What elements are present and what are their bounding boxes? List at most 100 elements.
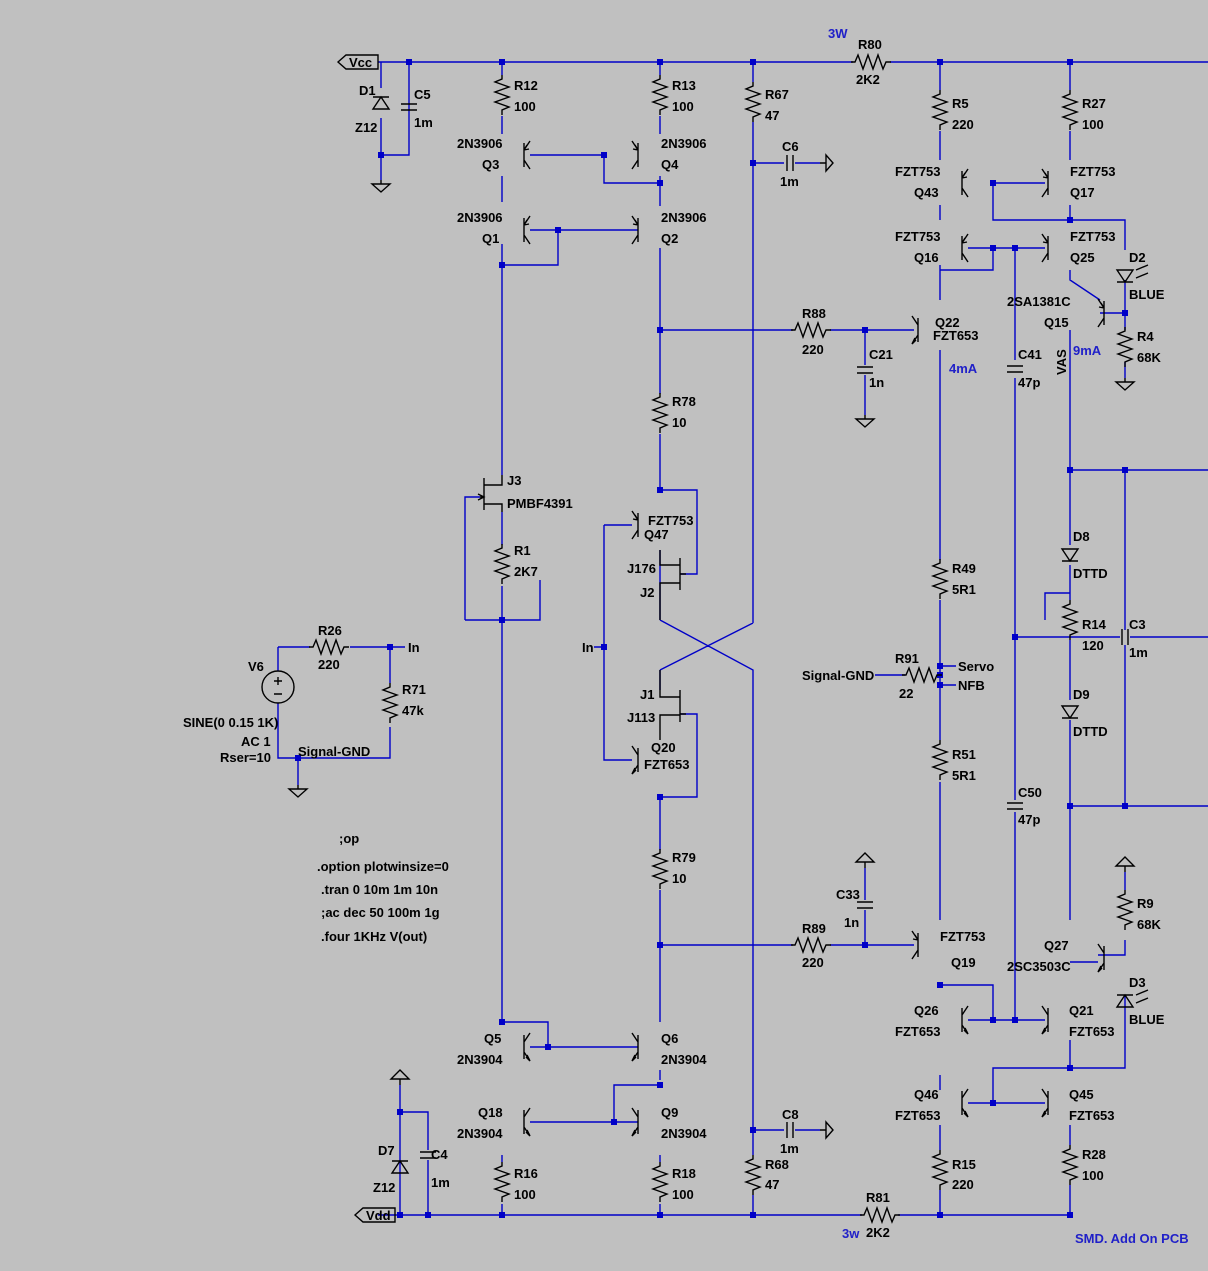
- vdd-port: [353, 1207, 396, 1223]
- d2-ref: D2: [1129, 250, 1146, 265]
- spice-directive: .tran 0 10m 1m 10n: [321, 882, 438, 897]
- q9-model: 2N3904: [661, 1126, 707, 1141]
- r9-value: 68K: [1137, 917, 1161, 932]
- r88-ref: R88: [802, 306, 826, 321]
- q16-model: FZT753: [895, 229, 941, 244]
- resistor-r91: [901, 667, 943, 683]
- q25-model: FZT753: [1070, 229, 1116, 244]
- vdd-label: Vdd: [366, 1208, 391, 1223]
- diode-d9: [1061, 705, 1079, 719]
- diode-d8: [1061, 548, 1079, 562]
- j3-model: PMBF4391: [507, 496, 573, 511]
- q9-ref: Q9: [661, 1105, 678, 1120]
- resistor-r4: [1117, 326, 1133, 368]
- r67-value: 47: [765, 108, 779, 123]
- q22-ref: Q22: [935, 315, 960, 330]
- d3-model: BLUE: [1129, 1012, 1165, 1027]
- r88-value: 220: [802, 342, 824, 357]
- d1-model: Z12: [355, 120, 377, 135]
- r4-ref: R4: [1137, 329, 1154, 344]
- c4-ref: C4: [431, 1147, 448, 1162]
- q18-model: 2N3904: [457, 1126, 503, 1141]
- r79-ref: R79: [672, 850, 696, 865]
- r89-value: 220: [802, 955, 824, 970]
- r14-ref: R14: [1082, 617, 1107, 632]
- capacitor-c8: [786, 1121, 794, 1139]
- q22-model: FZT653: [933, 328, 979, 343]
- q1-ref: Q1: [482, 231, 499, 246]
- c33-value: 1n: [844, 915, 859, 930]
- c6-ref: C6: [782, 139, 799, 154]
- transistor-q27: [1097, 943, 1105, 973]
- r18-value: 100: [672, 1187, 694, 1202]
- q46-model: FZT653: [895, 1108, 941, 1123]
- capacitor-c33: [856, 901, 874, 909]
- jfet-j2: [659, 550, 686, 620]
- power-flag: [390, 1069, 410, 1086]
- r16-value: 100: [514, 1187, 536, 1202]
- ground-symbol: [371, 179, 391, 193]
- j2-ref: J2: [640, 585, 654, 600]
- r71-value: 47k: [402, 703, 424, 718]
- resistor-r16: [494, 1161, 510, 1203]
- j3-ref: J3: [507, 473, 521, 488]
- q18-ref: Q18: [478, 1105, 503, 1120]
- vcc-port: [336, 54, 379, 70]
- led-light-arrows: [1135, 264, 1149, 1004]
- note-3w-top: 3W: [828, 26, 848, 41]
- q43-model: FZT753: [895, 164, 941, 179]
- c41-value: 47p: [1018, 375, 1040, 390]
- q47-ref: Q47: [644, 527, 669, 542]
- resistor-r14: [1062, 599, 1078, 641]
- capacitor-c3: [1121, 628, 1129, 646]
- q5-ref: Q5: [484, 1031, 501, 1046]
- resistor-r88: [790, 322, 832, 338]
- resistor-r9: [1117, 889, 1133, 931]
- j1-model: J113: [627, 710, 655, 725]
- capacitor-c6: [786, 154, 794, 172]
- q27-ref: Q27: [1044, 938, 1069, 953]
- q25-ref: Q25: [1070, 250, 1095, 265]
- transistor-q16: [961, 233, 969, 263]
- note-smd: SMD. Add On PCB: [1075, 1231, 1189, 1246]
- capacitor-c50: [1006, 802, 1024, 810]
- d9-ref: D9: [1073, 687, 1090, 702]
- r15-value: 220: [952, 1177, 974, 1192]
- r27-value: 100: [1082, 117, 1104, 132]
- r81-ref: R81: [866, 1190, 890, 1205]
- r81-value: 2K2: [866, 1225, 890, 1240]
- resistor-r13: [652, 74, 668, 116]
- d3-ref: D3: [1129, 975, 1146, 990]
- spice-directive: .four 1KHz V(out): [321, 929, 427, 944]
- spice-directive: ;ac dec 50 100m 1g: [321, 905, 440, 920]
- r71-ref: R71: [402, 682, 426, 697]
- resistor-r26: [308, 639, 350, 655]
- resistor-r68: [745, 1154, 761, 1196]
- r67-ref: R67: [765, 87, 789, 102]
- jfet-j1: [659, 670, 686, 740]
- r89-ref: R89: [802, 921, 826, 936]
- capacitor-c41: [1006, 365, 1024, 373]
- q21-ref: Q21: [1069, 1003, 1094, 1018]
- q16-ref: Q16: [914, 250, 939, 265]
- voltage-source-v6-polarity: [274, 677, 282, 695]
- q15-model: 2SA1381C: [1007, 294, 1071, 309]
- resistor-r18: [652, 1161, 668, 1203]
- c5-ref: C5: [414, 87, 431, 102]
- c21-ref: C21: [869, 347, 893, 362]
- resistor-r67: [745, 81, 761, 123]
- ground-symbol: [855, 414, 875, 428]
- resistor-r1: [494, 543, 510, 585]
- r78-value: 10: [672, 415, 686, 430]
- ground-symbol: [819, 1121, 834, 1139]
- ground-symbol: [819, 154, 834, 172]
- c33-ref: C33: [836, 887, 860, 902]
- c21-value: 1n: [869, 375, 884, 390]
- q17-ref: Q17: [1070, 185, 1095, 200]
- c41-ref: C41: [1018, 347, 1042, 362]
- r26-ref: R26: [318, 623, 342, 638]
- r14-value: 120: [1082, 638, 1104, 653]
- c50-ref: C50: [1018, 785, 1042, 800]
- r51-value: 5R1: [952, 768, 976, 783]
